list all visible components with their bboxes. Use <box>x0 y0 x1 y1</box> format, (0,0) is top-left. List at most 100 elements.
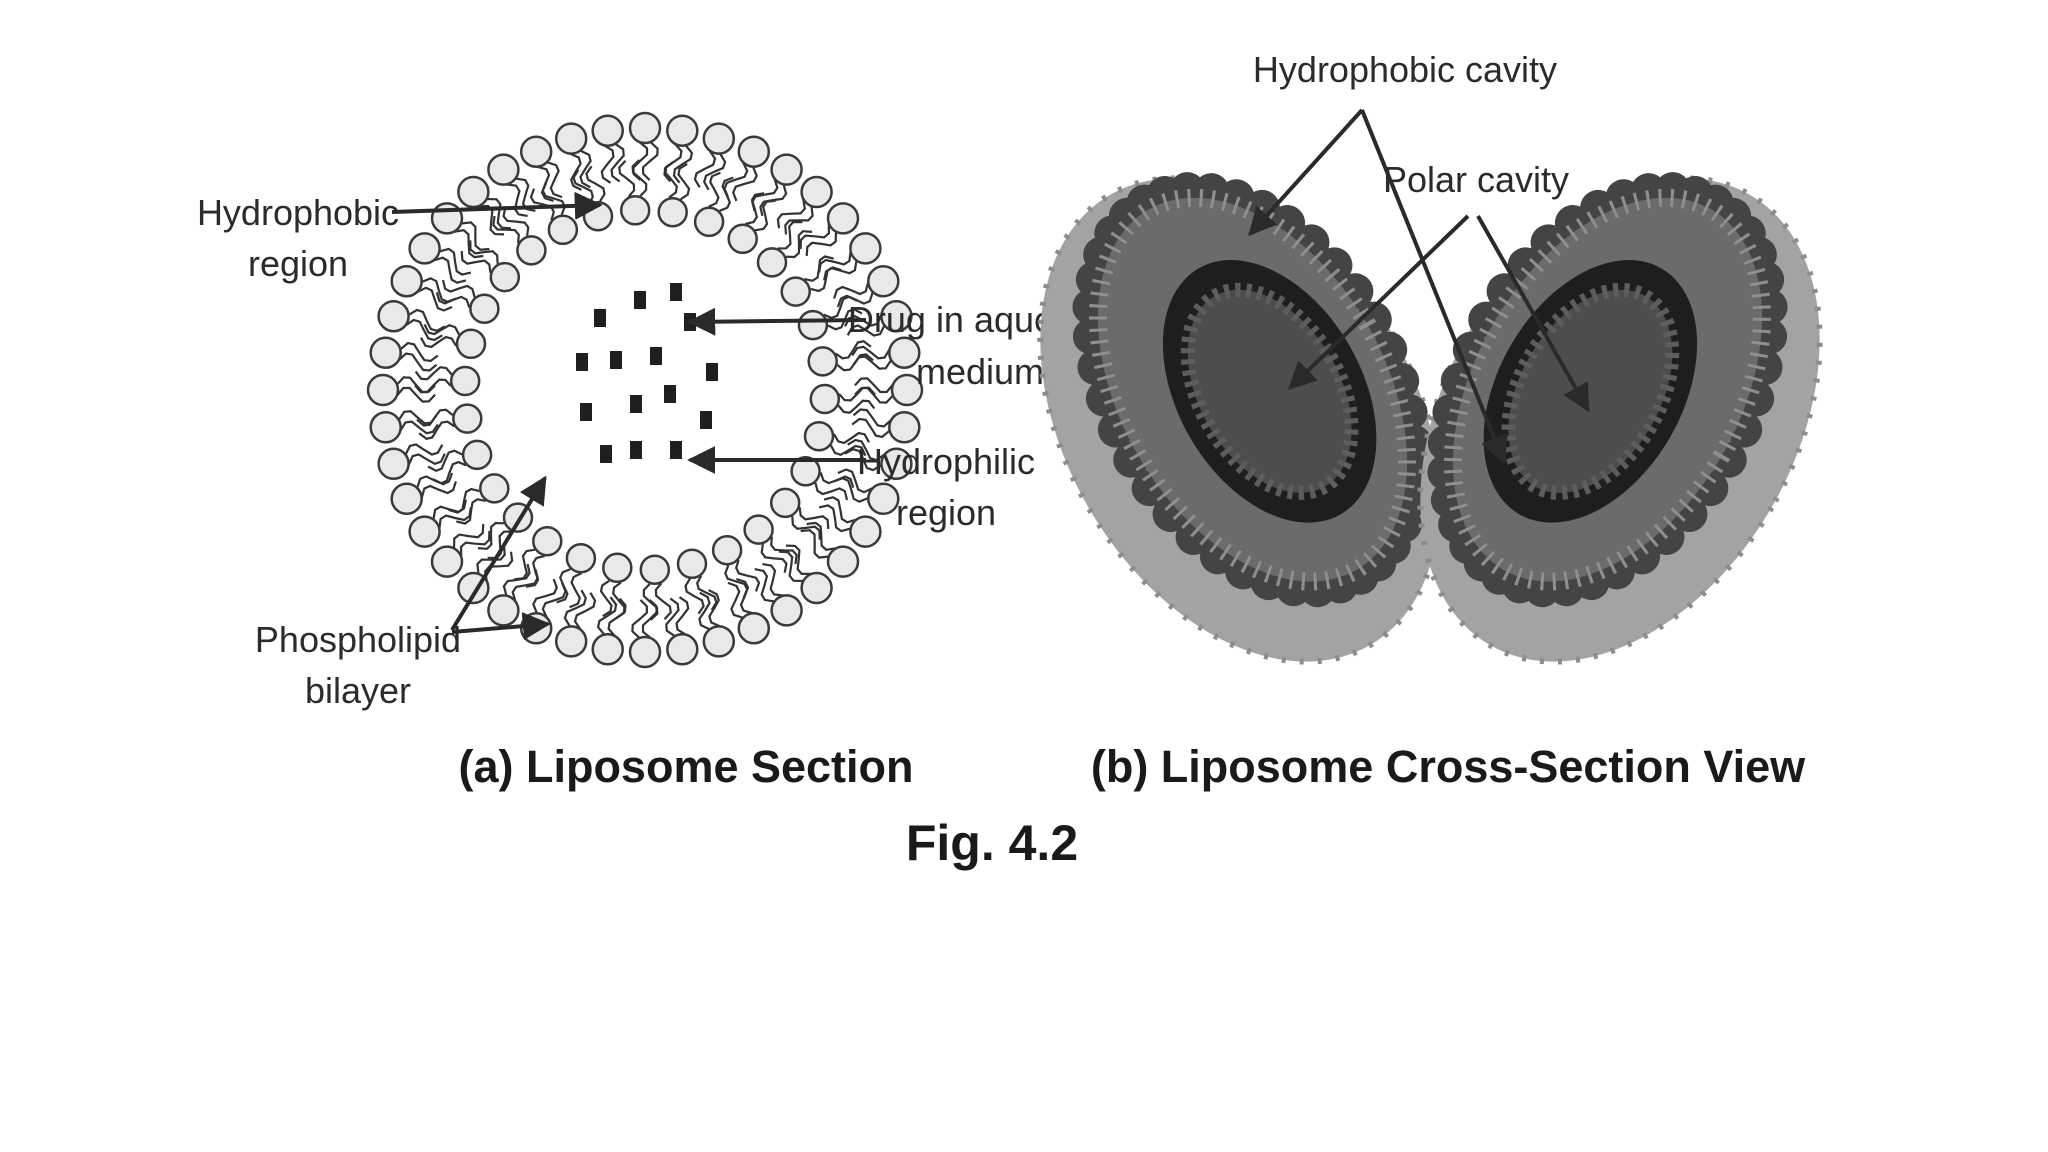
lipid-head-inner <box>639 554 671 585</box>
lipid-head-outer <box>554 625 588 658</box>
drug-particle <box>650 347 662 365</box>
lipid-head-inner <box>756 247 788 278</box>
lipid-tail-inner <box>798 506 830 529</box>
lipid-tail-inner <box>432 460 467 485</box>
lipid-head-outer <box>369 336 402 369</box>
lipid-head-inner <box>489 261 521 293</box>
lipid-tail-outer <box>407 453 446 466</box>
lipid-tail-inner <box>777 220 803 250</box>
lipid-head-outer <box>591 114 624 147</box>
lipid-tail-inner <box>599 579 613 618</box>
lipid-tail-inner <box>735 559 761 592</box>
lipid-tail-inner <box>837 399 876 414</box>
lipid-tail-inner <box>760 543 788 573</box>
drug-particle <box>634 291 646 309</box>
lipid-head-inner <box>780 276 811 307</box>
lipid-tail-outer <box>776 198 806 229</box>
lipid-head-outer <box>390 264 423 298</box>
phospholipid-bilayer-arrow-upper <box>450 475 547 632</box>
lipid-tail-inner <box>745 192 765 226</box>
lipid-tail-outer <box>596 596 618 636</box>
lipid-head-inner <box>809 383 841 415</box>
lipid-tail-outer <box>484 551 514 582</box>
lipid-head-inner <box>803 420 835 452</box>
lipid-tail-inner <box>791 516 821 540</box>
lipid-head-outer <box>770 594 803 627</box>
lipid-tail-outer <box>569 152 582 191</box>
lipid-tail-outer <box>754 568 775 603</box>
lipid-head-outer <box>826 202 860 235</box>
lipid-head-inner <box>452 403 483 434</box>
lipid-tail-inner <box>492 215 520 244</box>
lipid-tail-inner <box>612 581 626 620</box>
lipid-head-outer <box>487 594 520 627</box>
lipid-tail-outer <box>631 599 649 639</box>
lipid-tail-outer <box>408 308 446 332</box>
lipid-tail-outer <box>818 504 851 533</box>
lipid-head-outer <box>519 135 553 168</box>
liposome-section-illustration <box>366 111 924 669</box>
lipid-tail-inner <box>785 230 813 259</box>
lipid-tail-inner <box>834 340 872 360</box>
lipid-tail-outer <box>416 286 453 312</box>
lipid-head-outer <box>880 299 913 333</box>
lipid-head-outer <box>408 232 441 265</box>
lipid-head-inner <box>516 235 547 266</box>
lipid-head-inner <box>532 525 563 557</box>
lipid-head-outer <box>554 122 588 155</box>
lipid-tail-inner <box>724 564 749 599</box>
lipid-head-inner <box>769 487 801 519</box>
lipid-head-outer <box>430 545 464 578</box>
lipid-tail-outer <box>399 420 439 435</box>
lipid-tail-inner <box>416 408 454 427</box>
lipid-head-outer <box>666 633 699 666</box>
lipid-head-outer <box>628 635 662 669</box>
lipid-tail-outer <box>799 223 831 250</box>
lipid-tail-outer <box>610 142 625 183</box>
liposome-cross-section-left <box>1037 172 1443 665</box>
lipid-tail-outer <box>851 345 891 360</box>
lipid-head-inner <box>711 534 743 566</box>
lipid-head-inner <box>602 552 633 584</box>
lipid-tail-inner <box>719 176 734 212</box>
hydrophobic-region-arrow <box>391 191 603 220</box>
lipid-tail-outer <box>805 231 838 257</box>
lipid-tail-outer <box>806 521 837 551</box>
lipid-tail-outer <box>573 592 597 631</box>
lipid-tail-outer <box>672 144 694 184</box>
lipid-tail-inner <box>441 279 476 298</box>
lipid-head-outer <box>487 153 520 186</box>
lipid-tail-inner <box>529 188 555 221</box>
drug-particle <box>600 445 612 463</box>
drug-aqueous-label-line2: medium <box>916 351 1044 392</box>
lipid-tail-inner <box>770 536 798 565</box>
polar-cavity-label: Polar cavity <box>1383 159 1569 200</box>
lipid-head-outer <box>519 612 553 645</box>
lipid-head-inner <box>565 542 597 574</box>
lipid-tail-inner <box>414 378 452 394</box>
lipid-head-outer <box>408 515 441 548</box>
drug-particle <box>576 353 588 371</box>
drug-particle <box>664 385 676 403</box>
lipid-tail-inner <box>814 482 849 501</box>
lipid-tail-outer <box>800 529 829 559</box>
drug-particle <box>700 411 712 429</box>
lipid-head-inner <box>790 456 821 487</box>
lipid-head-outer <box>666 114 699 147</box>
lipid-head-outer <box>369 411 402 444</box>
lipid-tail-inner <box>469 240 499 264</box>
hydrophobic-region-label: Hydrophobic <box>197 192 399 233</box>
lipid-tail-inner <box>456 498 487 525</box>
lipid-tail-outer <box>762 563 784 597</box>
lipid-tail-outer <box>785 544 812 576</box>
lipid-tail-outer <box>703 153 727 191</box>
lipid-head-outer <box>888 336 921 369</box>
lipid-tail-outer <box>732 166 758 202</box>
polar-cavity-arrow-right <box>1476 215 1590 413</box>
lipid-tail-outer <box>708 589 721 628</box>
drug-aqueous-arrow <box>687 307 867 336</box>
lipid-tail-outer <box>833 281 870 299</box>
drug-particle <box>706 363 718 381</box>
lipid-tail-inner <box>423 323 461 336</box>
